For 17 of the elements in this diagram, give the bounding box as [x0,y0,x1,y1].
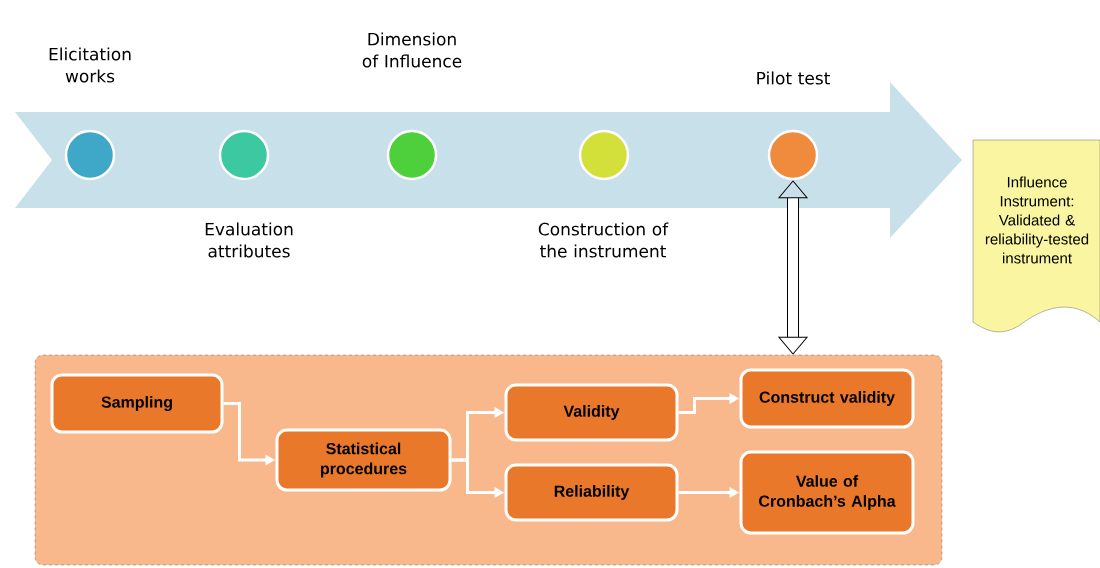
process-box: Statistical procedures [275,428,452,492]
timeline-dot [767,129,819,181]
timeline-dot [218,129,270,181]
process-box: Value of Cronbach’s Alpha [739,450,915,535]
timeline-label: Construction of the instrument [538,222,669,258]
timeline-label: Dimension of Influence [362,32,462,68]
timeline-dot [64,129,116,181]
double-arrow [778,180,808,355]
process-box: Reliability [504,463,679,522]
process-box: Validity [504,383,679,442]
timeline-dot [386,129,438,181]
process-box: Construct validity [739,368,915,429]
process-box: Sampling [50,373,224,434]
timeline-label: Evaluation attributes [205,222,293,258]
timeline-label: Pilot test [757,71,830,85]
timeline-label: Elicitation works [49,47,131,83]
timeline-dot [578,129,630,181]
